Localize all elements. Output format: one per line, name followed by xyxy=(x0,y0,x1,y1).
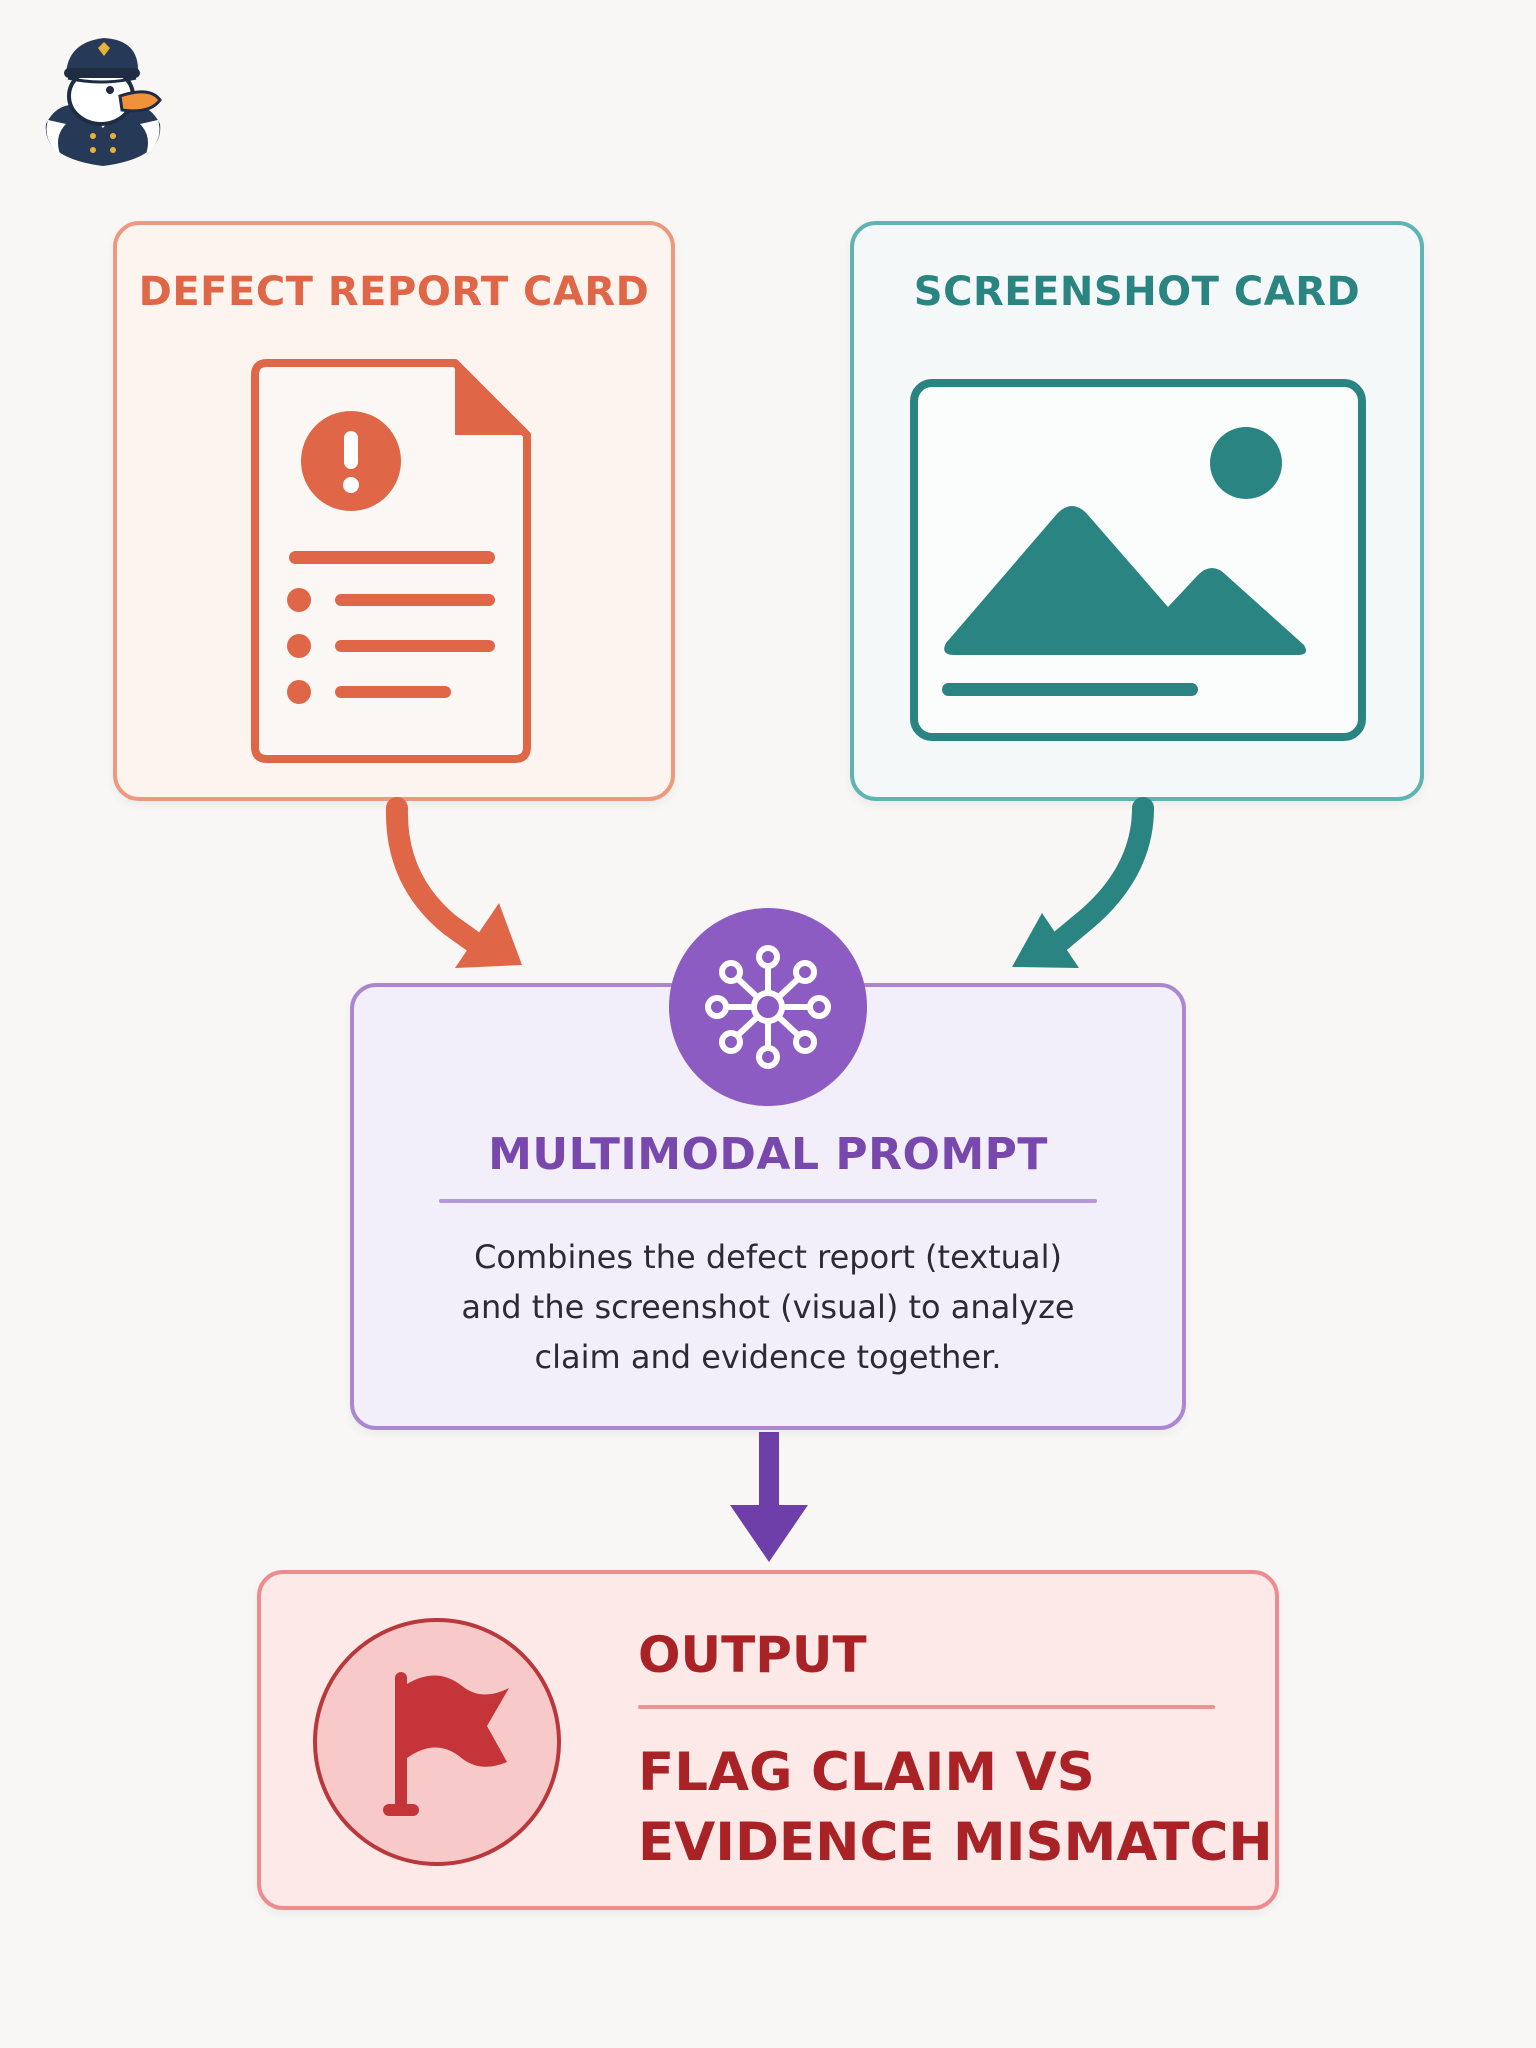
prompt-description-line: Combines the defect report (textual) xyxy=(474,1238,1062,1276)
output-result-line: FLAG CLAIM VS xyxy=(638,1742,1095,1803)
output-divider xyxy=(638,1705,1215,1709)
flag-icon xyxy=(383,1672,509,1816)
screenshot-card-title: SCREENSHOT CARD xyxy=(913,269,1361,315)
defect-report-card: DEFECT REPORT CARD xyxy=(113,221,675,801)
output-card: OUTPUT FLAG CLAIM VS EVIDENCE MISMATCH xyxy=(257,1570,1279,1910)
output-result-line: EVIDENCE MISMATCH xyxy=(638,1812,1273,1873)
arrow-defect-to-prompt-head xyxy=(455,903,522,968)
arrow-screenshot-to-prompt xyxy=(1041,797,1154,959)
arrow-prompt-to-output-head xyxy=(730,1505,808,1562)
arrow-prompt-to-output xyxy=(759,1432,779,1512)
image-icon xyxy=(910,379,1366,741)
multimodal-prompt-title: MULTIMODAL PROMPT xyxy=(488,1129,1048,1180)
flag-badge xyxy=(313,1618,561,1866)
arrow-screenshot-to-prompt-head xyxy=(1012,913,1079,968)
prompt-hub-circle xyxy=(669,908,867,1106)
document-alert-icon xyxy=(251,359,531,763)
prompt-divider xyxy=(439,1199,1097,1203)
prompt-description-line: and the screenshot (visual) to analyze xyxy=(461,1288,1075,1326)
prompt-description-line: claim and evidence together. xyxy=(534,1338,1002,1376)
captain-duck-logo xyxy=(45,38,162,166)
arrow-defect-to-prompt xyxy=(385,797,503,966)
prompt-description: Combines the defect report (textual) and… xyxy=(394,1232,1142,1382)
output-label: OUTPUT xyxy=(638,1626,867,1684)
screenshot-card: SCREENSHOT CARD xyxy=(850,221,1424,801)
network-hub-icon xyxy=(705,945,831,1069)
defect-report-card-title: DEFECT REPORT CARD xyxy=(138,269,650,315)
